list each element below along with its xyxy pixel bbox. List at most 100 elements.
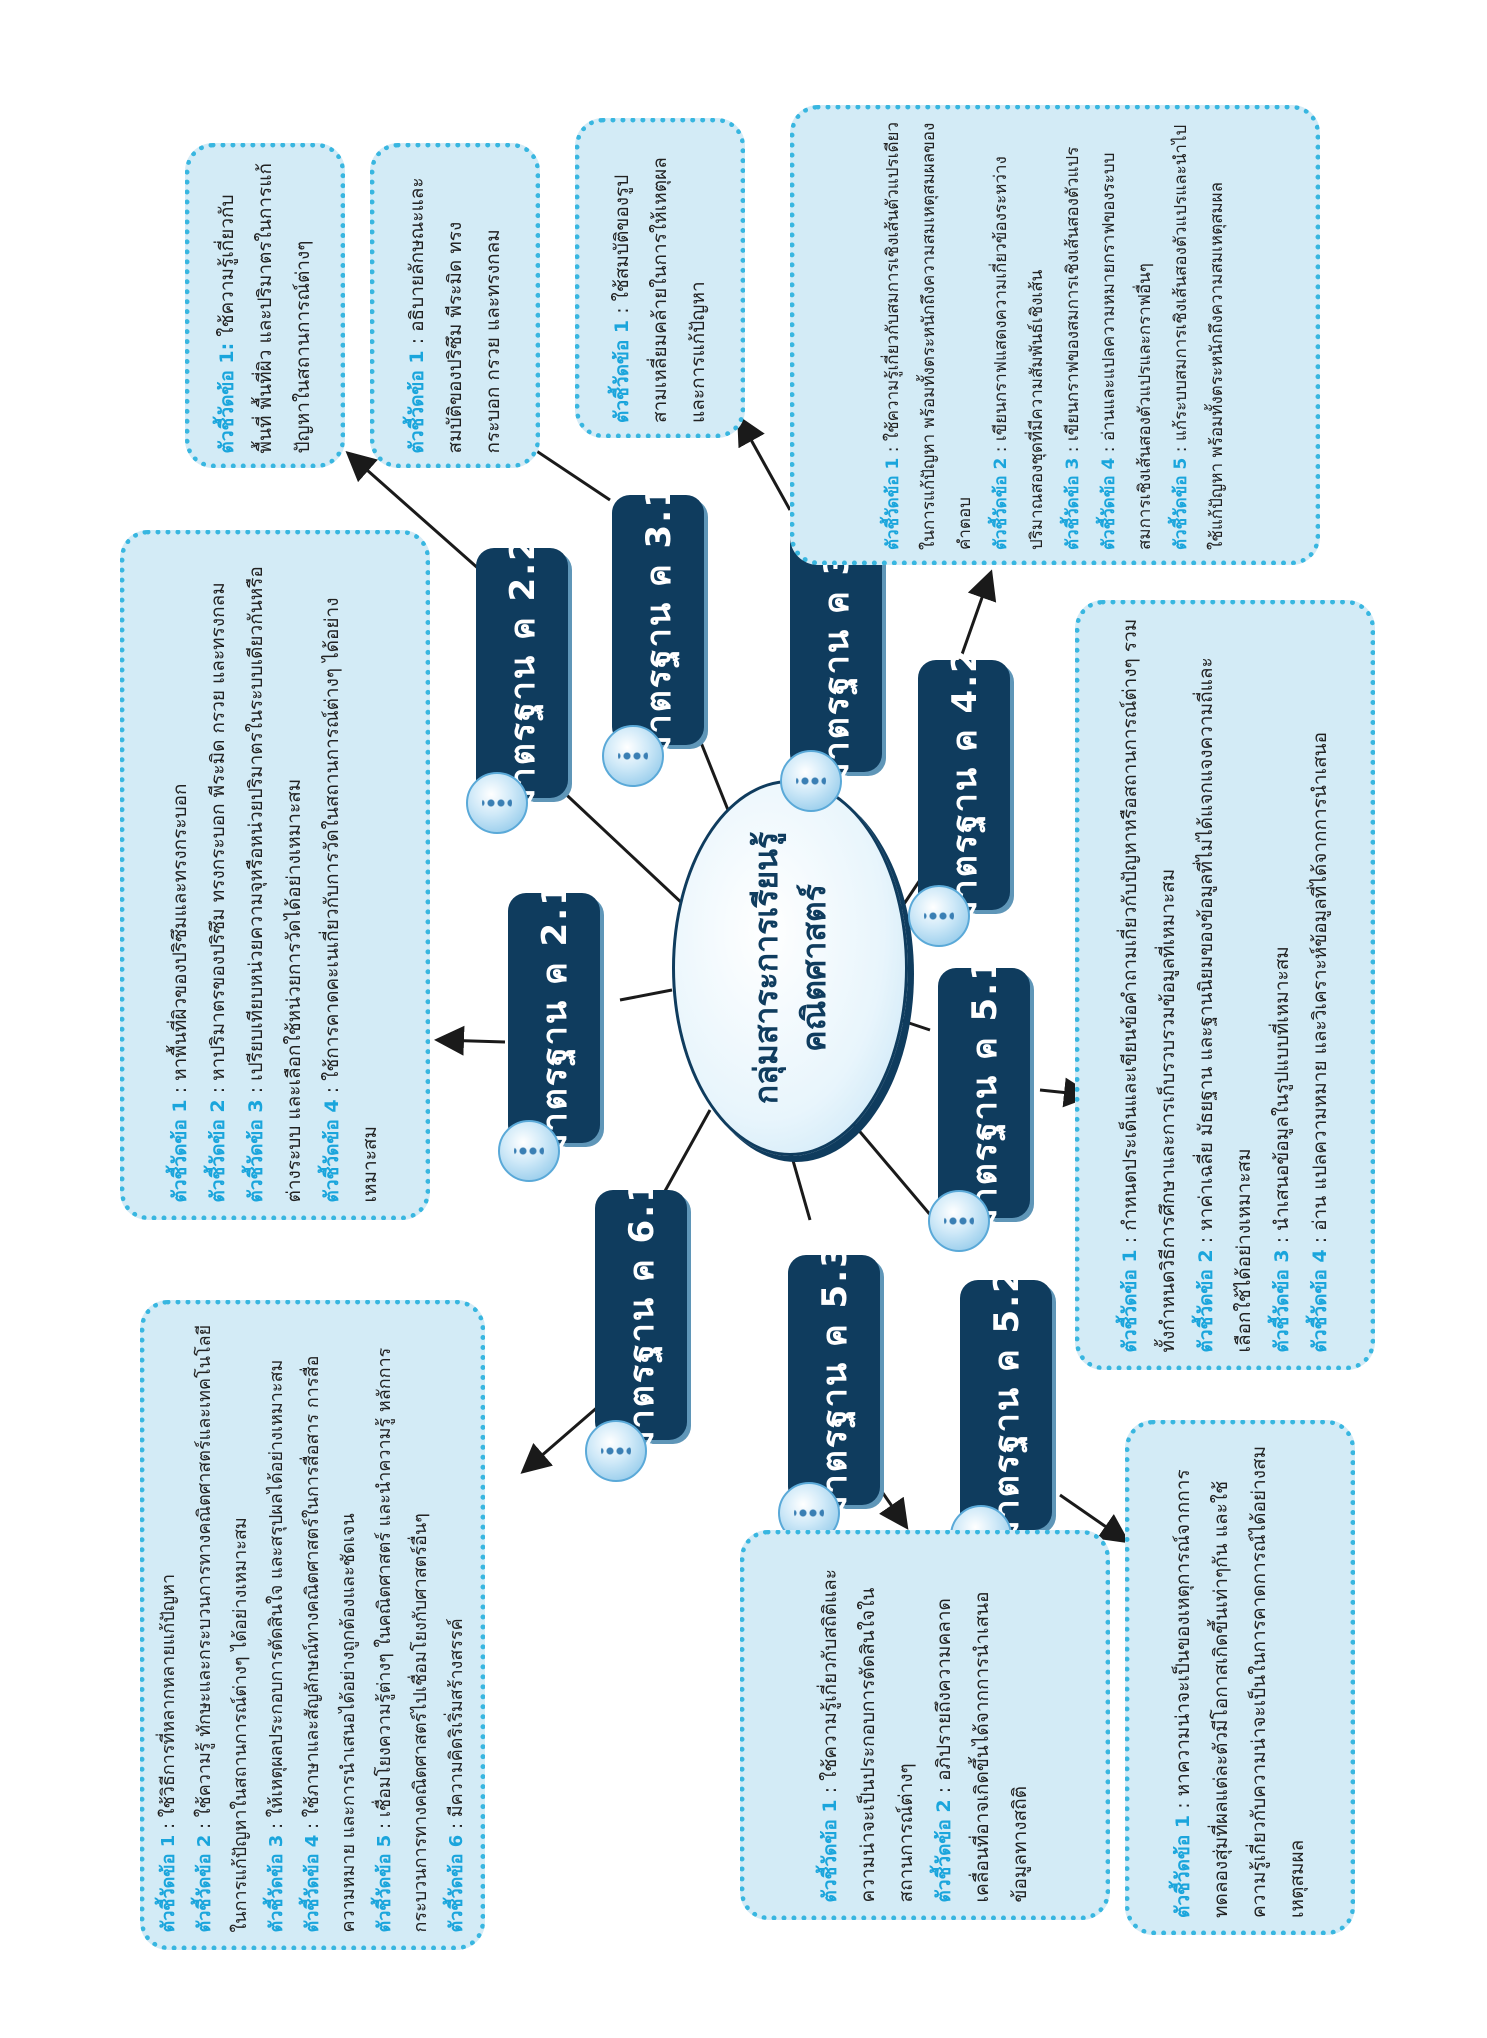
indicator-list: ตัวชี้วัดข้อ 1 : ใช้วิธีการที่หลากหลายแก…	[151, 1318, 475, 1933]
indicator-text: : ใช้วิธีการที่หลากหลายแก้ปัญหา	[157, 1573, 179, 1835]
standard-5-1-label: มาตรฐาน ค 5.1	[965, 955, 1005, 1231]
indicator-label: ตัวชี้วัดข้อ 1	[1119, 1249, 1141, 1353]
indicator-text: : กำหนดประเด็นและเขียนข้อคำถามเกี่ยวกับป…	[1119, 618, 1179, 1353]
arrow-s42	[958, 569, 997, 661]
indicator-item: ตัวชี้วัดข้อ 1 : หาความน่าจะเป็นของเหตุก…	[1164, 1438, 1316, 1918]
center-line-2: คณิตศาสตร์	[795, 884, 833, 1052]
indicator-text: : เขียนกราฟของสมการเชิงเส้นสองตัวแปร	[1063, 146, 1083, 458]
arrow-s61	[520, 1403, 601, 1474]
indicator-box-5-2: ตัวชี้วัดข้อ 1 : หาความน่าจะเป็นของเหตุก…	[1125, 1420, 1355, 1935]
standard-2-1: มาตรฐาน ค 2.1	[508, 880, 600, 1156]
indicator-label: ตัวชี้วัดข้อ 2	[991, 457, 1011, 550]
indicator-list: ตัวชี้วัดข้อ 1 : กำหนดประเด็นและเขียนข้อ…	[1111, 618, 1339, 1353]
mascot-icon	[498, 1120, 560, 1182]
indicator-item: ตัวชี้วัดข้อ 4 : อ่านและแปลความหมายกราฟข…	[1091, 120, 1163, 550]
standard-2-2: มาตรฐาน ค 2.2	[476, 535, 568, 811]
indicator-label: ตัวชี้วัดข้อ 4	[321, 1099, 343, 1203]
indicator-label: ตัวชี้วัดข้อ 2	[207, 1099, 229, 1203]
standard-3-1-label: มาตรฐาน ค 3.1	[639, 482, 679, 758]
arrow-s52	[1059, 1493, 1130, 1544]
indicator-label: ตัวชี้วัดข้อ 1	[169, 1099, 191, 1203]
indicator-item: ตัวชี้วัดข้อ 1: ใช้ความรู้เกี่ยวกับพื้นท…	[208, 158, 322, 453]
standard-3-1: มาตรฐาน ค 3.1	[612, 482, 704, 758]
indicator-item: ตัวชี้วัดข้อ 3 : ให้เหตุผลประกอบการตัดสิ…	[259, 1318, 295, 1933]
mascot-icon	[928, 1190, 990, 1252]
indicator-label: ตัวชี้วัดข้อ 2	[933, 1799, 955, 1903]
indicator-item: ตัวชี้วัดข้อ 4 : ใช้การคาดคะเนเกี่ยวกับก…	[313, 548, 389, 1203]
standard-6-1: มาตรฐาน ค 6.1	[595, 1177, 687, 1453]
standard-2-1-label: มาตรฐาน ค 2.1	[535, 880, 575, 1156]
indicator-item: ตัวชี้วัดข้อ 2 : เขียนกราฟแสดงความเกี่ยว…	[983, 120, 1055, 550]
indicator-label: ตัวชี้วัดข้อ 1	[819, 1799, 841, 1903]
indicator-list: ตัวชี้วัดข้อ 1 : ใช้สมบัติของรูปสามเหลี่…	[603, 133, 717, 423]
indicator-text: : นำเสนอข้อมูลในรูปแบบที่เหมาะสม	[1271, 946, 1293, 1250]
indicator-text: : หาพื้นที่ผิวของปริซึมและทรงกระบอก	[169, 783, 191, 1100]
indicator-list: ตัวชี้วัดข้อ 1 : หาพื้นที่ผิวของปริซึมแล…	[161, 548, 389, 1203]
indicator-label: ตัวชี้วัดข้อ 4	[1099, 457, 1119, 550]
indicator-item: ตัวชี้วัดข้อ 3 : นำเสนอข้อมูลในรูปแบบที่…	[1263, 618, 1301, 1353]
link-center-s51	[899, 1018, 931, 1032]
standard-5-2-label: มาตรฐาน ค 5.2	[987, 1267, 1027, 1543]
standard-5-3-label: มาตรฐาน ค 5.3	[815, 1242, 855, 1518]
indicator-label: ตัวชี้วัดข้อ 3	[245, 1099, 267, 1203]
indicator-box-5-3: ตัวชี้วัดข้อ 1 : ใช้ความรู้เกี่ยวกับสถิต…	[740, 1530, 1110, 1920]
indicator-item: ตัวชี้วัดข้อ 3 : เขียนกราฟของสมการเชิงเส…	[1055, 120, 1091, 550]
mascot-icon	[908, 885, 970, 947]
indicator-item: ตัวชี้วัดข้อ 2 : หาปริมาตรของปริซึม ทรงก…	[199, 548, 237, 1203]
indicator-text: : หาปริมาตรของปริซึม ทรงกระบอก พีระมิด ก…	[207, 582, 229, 1100]
indicator-label: ตัวชี้วัดข้อ 1	[157, 1834, 179, 1933]
indicator-box-3-2: ตัวชี้วัดข้อ 1 : ใช้สมบัติของรูปสามเหลี่…	[575, 118, 745, 438]
center-topic: กลุ่มสาระการเรียนรู้ คณิตศาสตร์	[672, 780, 908, 1156]
indicator-list: ตัวชี้วัดข้อ 1 : หาความน่าจะเป็นของเหตุก…	[1164, 1438, 1316, 1918]
mascot-icon	[602, 725, 664, 787]
mascot-icon	[585, 1420, 647, 1482]
link-center-s22	[538, 768, 702, 922]
indicator-label: ตัวชี้วัดข้อ 4	[1309, 1249, 1331, 1353]
indicator-item: ตัวชี้วัดข้อ 1 : หาพื้นที่ผิวของปริซึมแล…	[161, 548, 199, 1203]
link-center-s21	[619, 988, 673, 1002]
standard-5-1: มาตรฐาน ค 5.1	[938, 955, 1030, 1231]
indicator-label: ตัวชี้วัดข้อ 1	[883, 457, 903, 550]
indicator-text: : หาค่าเฉลี่ย มัธยฐาน และฐานนิยมของข้อมู…	[1195, 657, 1255, 1353]
mascot-icon	[466, 772, 528, 834]
indicator-label: ตัวชี้วัดข้อ 5	[373, 1834, 395, 1933]
indicator-item: ตัวชี้วัดข้อ 1 : ใช้สมบัติของรูปสามเหลี่…	[603, 133, 717, 423]
indicator-list: ตัวชี้วัดข้อ 1 : ใช้ความรู้เกี่ยวกับสมกา…	[875, 120, 1235, 550]
indicator-label: ตัวชี้วัดข้อ 3	[1271, 1249, 1293, 1353]
indicator-item: ตัวชี้วัดข้อ 1 : อธิบายลักษณะและสมบัติขอ…	[398, 158, 512, 453]
indicator-label: ตัวชี้วัดข้อ 2	[1195, 1249, 1217, 1353]
indicator-list: ตัวชี้วัดข้อ 1 : อธิบายลักษณะและสมบัติขอ…	[398, 158, 512, 453]
arrow-s21	[434, 1025, 506, 1056]
indicator-text: : ให้เหตุผลประกอบการตัดสินใจ และสรุปผลได…	[265, 1359, 287, 1835]
indicator-item: ตัวชี้วัดข้อ 3 : เปรียบเทียบหน่วยความจุห…	[237, 548, 313, 1203]
indicator-item: ตัวชี้วัดข้อ 1 : กำหนดประเด็นและเขียนข้อ…	[1111, 618, 1187, 1353]
indicator-item: ตัวชี้วัดข้อ 4 : ใช้ภาษาและสัญลักษณ์ทางค…	[295, 1318, 367, 1933]
indicator-label: ตัวชี้วัดข้อ 4	[301, 1834, 323, 1933]
standard-6-1-label: มาตรฐาน ค 6.1	[622, 1177, 662, 1453]
indicator-label: ตัวชี้วัดข้อ 2	[193, 1834, 215, 1933]
indicator-label: ตัวชี้วัดข้อ 1	[406, 349, 428, 453]
indicator-label: ตัวชี้วัดข้อ 1:	[216, 342, 238, 453]
arrow-s22	[345, 451, 481, 572]
standard-2-2-label: มาตรฐาน ค 2.2	[503, 535, 543, 811]
indicator-list: ตัวชี้วัดข้อ 1 : ใช้ความรู้เกี่ยวกับสถิต…	[811, 1548, 1039, 1903]
arrow-s32	[737, 414, 792, 511]
indicator-box-6-1-a: ตัวชี้วัดข้อ 1 : ใช้วิธีการที่หลากหลายแก…	[140, 1300, 485, 1950]
indicator-item: ตัวชี้วัดข้อ 4 : อ่าน แปลความหมาย และวิเ…	[1301, 618, 1339, 1353]
indicator-label: ตัวชี้วัดข้อ 3	[1063, 457, 1083, 550]
standard-5-3: มาตรฐาน ค 5.3	[788, 1242, 880, 1518]
indicator-item: ตัวชี้วัดข้อ 1 : ใช้วิธีการที่หลากหลายแก…	[151, 1318, 187, 1933]
center-line-1: กลุ่มสาระการเรียนรู้	[747, 831, 785, 1105]
indicator-box-4-2: ตัวชี้วัดข้อ 1 : ใช้ความรู้เกี่ยวกับสมกา…	[790, 105, 1320, 565]
indicator-item: ตัวชี้วัดข้อ 1 : ใช้ความรู้เกี่ยวกับสถิต…	[811, 1548, 925, 1903]
indicator-label: ตัวชี้วัดข้อ 1	[1172, 1814, 1194, 1918]
indicator-item: ตัวชี้วัดข้อ 1 : ใช้ความรู้เกี่ยวกับสมกา…	[875, 120, 983, 550]
indicator-list: ตัวชี้วัดข้อ 1: ใช้ความรู้เกี่ยวกับพื้นท…	[208, 158, 322, 453]
indicator-text: : มีความคิดริเริ่มสร้างสรรค์	[445, 1618, 467, 1835]
link-center-s53	[788, 1149, 812, 1221]
indicator-item: ตัวชี้วัดข้อ 6 : มีความคิดริเริ่มสร้างสร…	[439, 1318, 475, 1932]
indicator-text: : อ่าน แปลความหมาย และวิเคราะห์ข้อมูลที่…	[1309, 731, 1331, 1250]
indicator-box-2-1: ตัวชี้วัดข้อ 1 : หาพื้นที่ผิวของปริซึมแล…	[120, 530, 430, 1220]
